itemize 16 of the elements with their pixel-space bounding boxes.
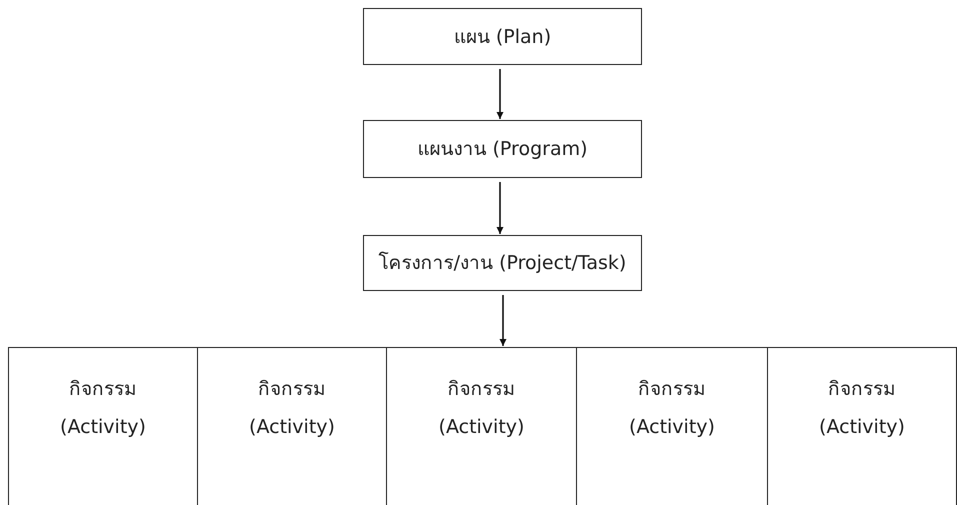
node-label: กิจกรรม (Activity) [628,377,716,440]
node-label: โครงการ/งาน (Project/Task) [378,250,626,276]
node-label: แผนงาน (Program) [417,137,588,162]
arrow [496,182,504,234]
node-label: กิจกรรม (Activity) [59,377,147,440]
activity-cell [767,347,957,505]
activity-cell [8,347,198,505]
node-label: กิจกรรม (Activity) [248,377,336,440]
node-label: กิจกรรม (Activity) [818,377,906,440]
node-label: กิจกรรม (Activity) [438,377,526,440]
process-box [363,120,642,178]
process-box [363,235,642,291]
arrow [496,69,504,119]
arrow [500,295,506,346]
process-box [363,8,642,65]
node-label: แผน (Plan) [454,24,552,50]
